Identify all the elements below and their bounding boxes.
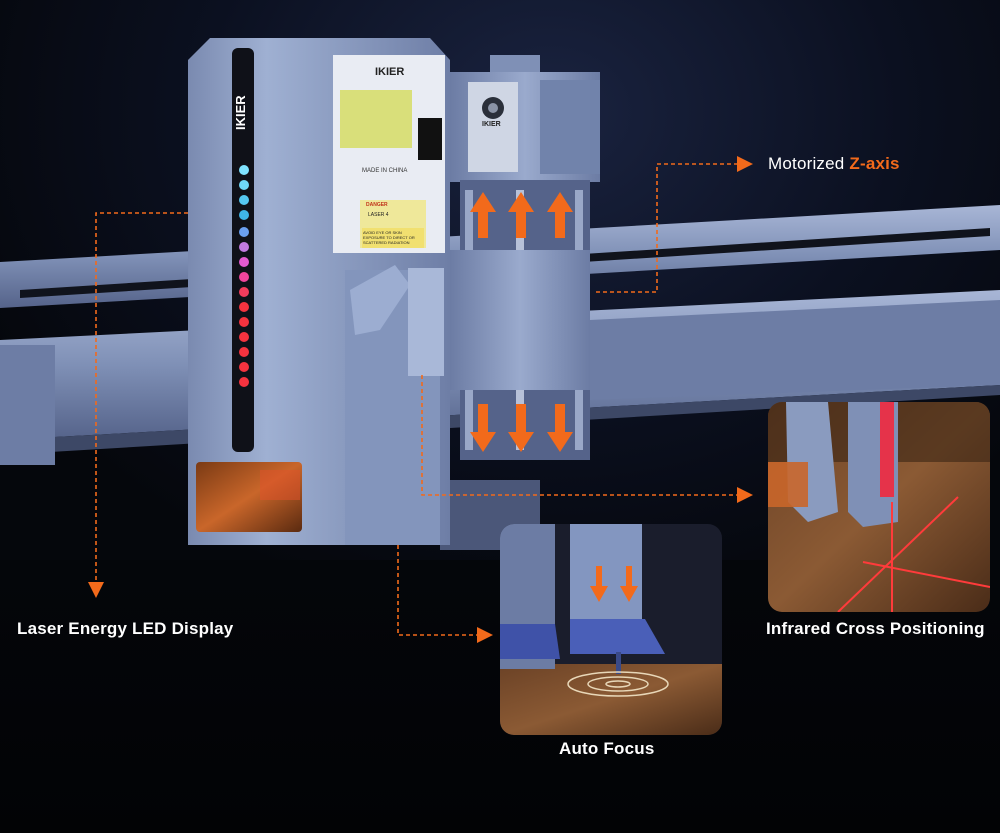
- dashed-arrow-icon: [88, 156, 753, 643]
- arrow-down-icon: [470, 404, 573, 452]
- cross-positioning-label: Infrared Cross Positioning: [766, 619, 985, 638]
- led-display-label: Laser Energy LED Display: [17, 619, 234, 638]
- laser-head: [188, 38, 450, 545]
- made-in-text: MADE IN CHINA: [362, 168, 408, 174]
- warning-text: AVOID EYE OR SKIN EXPOSURE TO DIRECT OR …: [363, 230, 415, 245]
- brand-panel-text: IKIER: [375, 66, 405, 78]
- danger-title-text: DANGER: [366, 202, 388, 208]
- z-axis-label-prefix: Motorized: [768, 154, 850, 173]
- led-energy-display: [239, 165, 249, 387]
- z-axis-label: Motorized Z-axis: [768, 154, 900, 174]
- brand-side-text: IKIER: [233, 95, 248, 131]
- z-axis-label-accent: Z-axis: [849, 154, 900, 173]
- module-badge-text: IKIER: [482, 121, 501, 128]
- rail-bracket: [0, 345, 55, 465]
- danger-class-text: LASER 4: [368, 212, 389, 218]
- auto-focus-label: Auto Focus: [559, 739, 655, 758]
- cross-positioning-inset: [768, 402, 990, 612]
- arrow-up-icon: [470, 192, 573, 238]
- z-axis-module: [450, 55, 600, 460]
- auto-focus-inset: [500, 524, 722, 735]
